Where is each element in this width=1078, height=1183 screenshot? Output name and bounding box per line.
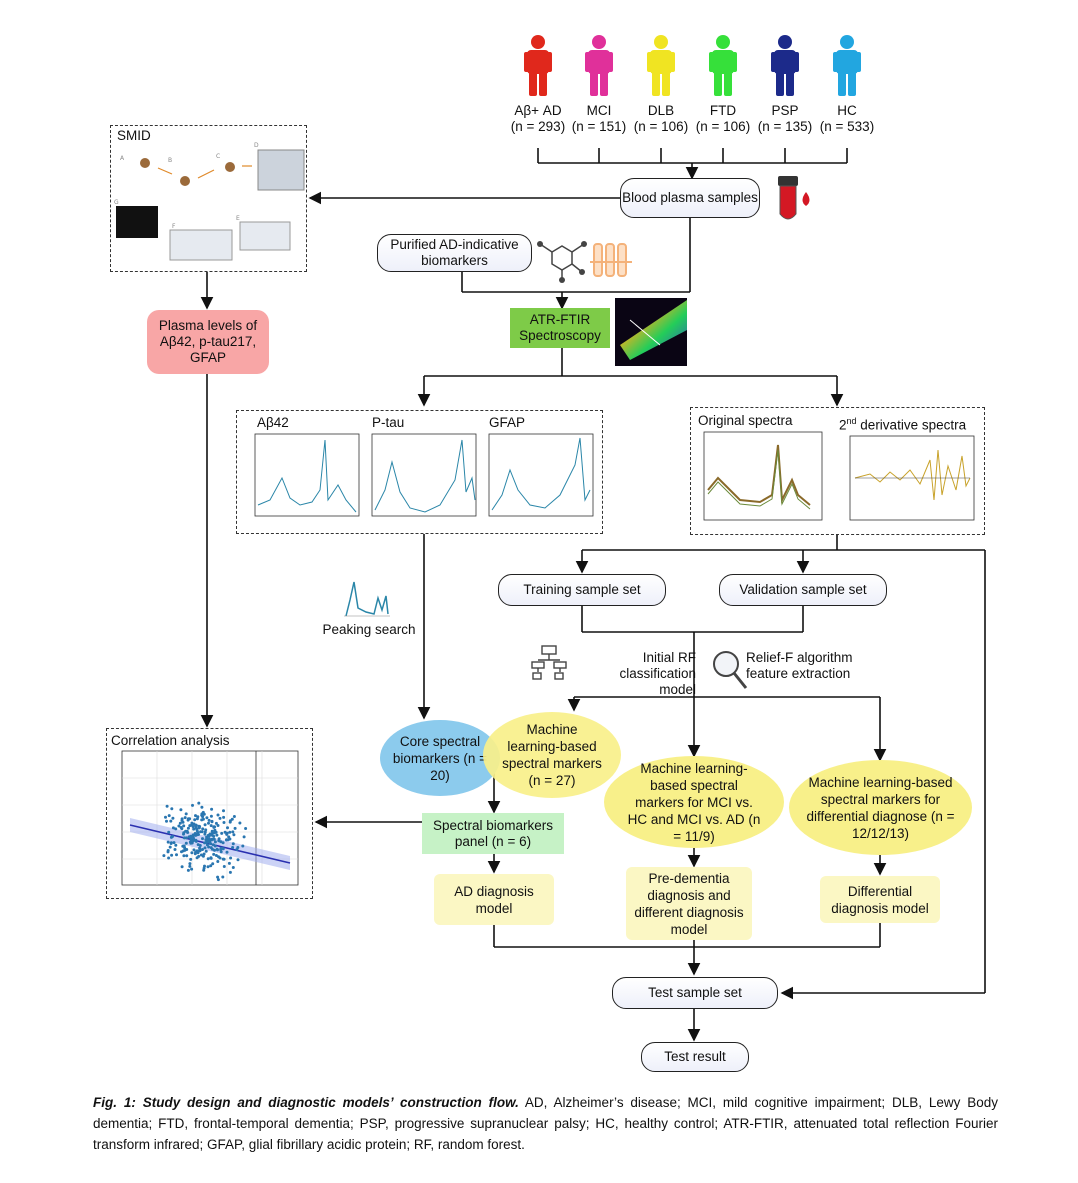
group-count: (n = 533) [819,119,875,134]
person-icon [771,35,799,96]
ml-spectral-label: Machine learning-based spectral markers … [502,722,602,788]
purified-biomarkers-label: Purified AD-indicative biomarkers [390,237,519,268]
core-spectral-ellipse: Core spectral biomarkers (n = 20) [380,720,500,796]
group-name: MCI [586,103,612,118]
ml-mci-ellipse: Machine learning-based spectral markers … [604,756,784,848]
test-set-label: Test sample set [648,985,742,1000]
relief-f-label: Relief-F algorithm feature extraction [746,650,853,681]
purified-biomarkers-node: Purified AD-indicative biomarkers [377,234,532,272]
correlation-box: Correlation analysis [106,728,313,899]
gfap-spectrum-title: GFAP [489,415,526,430]
group-label: HC(n = 533) [813,103,881,135]
group-label: MCI(n = 151) [565,103,633,135]
group-name: PSP [771,103,799,118]
group-name: Aβ+ AD [514,103,562,118]
ftir-spectra-box [690,407,985,535]
plasma-levels-node: Plasma levels of Aβ42, p-tau217, GFAP [147,310,269,374]
atr-ftir-node: ATR-FTIR Spectroscopy [510,308,610,348]
group-label: DLB(n = 106) [627,103,695,135]
ml-spectral-ellipse: Machine learning-based spectral markers … [483,712,621,798]
blood-plasma-node: Blood plasma samples [620,178,760,218]
ml-differential-ellipse: Machine learning-based spectral markers … [789,760,972,855]
validation-set-label: Validation sample set [739,582,867,597]
group-count: (n = 106) [633,119,689,134]
group-name: FTD [709,103,737,118]
atr-ftir-label: ATR-FTIR Spectroscopy [519,312,601,343]
person-icon [585,35,613,96]
plasma-levels-label: Plasma levels of Aβ42, p-tau217, GFAP [158,318,258,365]
predementia-model-node: Pre-dementia diagnosis and different dia… [626,867,752,940]
group-label: Aβ+ AD(n = 293) [504,103,572,135]
person-icon [647,35,675,96]
validation-set-node: Validation sample set [719,574,887,606]
original-spectra-title: Original spectra [698,413,793,428]
group-name: HC [837,103,857,118]
derivative-order-suffix: nd [846,416,857,426]
test-result-node: Test result [641,1042,749,1072]
initial-rf-label: Initial RF classification model [619,650,696,697]
ad-model-label: AD diagnosis model [454,883,534,916]
group-label: PSP(n = 135) [751,103,819,135]
person-icon [524,35,552,96]
differential-model-label: Differential diagnosis model [831,883,929,916]
spectral-panel-node: Spectral biomarkers panel (n = 6) [422,813,564,854]
blood-plasma-label: Blood plasma samples [622,190,758,205]
figure-caption: Fig. 1: Study design and diagnostic mode… [93,1092,998,1155]
peaking-search-label: Peaking search [322,622,416,637]
group-count: (n = 106) [695,119,751,134]
smid-box: SMID [110,125,307,272]
core-spectral-label: Core spectral biomarkers (n = 20) [392,733,488,783]
training-set-label: Training sample set [523,582,641,597]
predementia-model-label: Pre-dementia diagnosis and different dia… [634,870,744,937]
ml-differential-label: Machine learning-based spectral markers … [806,774,955,841]
group-name: DLB [647,103,675,118]
smid-title: SMID [117,128,151,143]
correlation-title: Correlation analysis [111,733,230,748]
spectral-panel-label: Spectral biomarkers panel (n = 6) [432,817,554,849]
group-count: (n = 151) [571,119,627,134]
person-icon [833,35,861,96]
ptau-spectrum-title: P-tau [372,415,405,430]
abeta42-spectrum-title: Aβ42 [257,415,289,430]
ad-model-node: AD diagnosis model [434,874,554,925]
caption-label: Fig. 1: Study design and diagnostic mode… [93,1095,519,1110]
differential-model-node: Differential diagnosis model [820,876,940,923]
group-count: (n = 135) [757,119,813,134]
training-set-node: Training sample set [498,574,666,606]
group-label: FTD(n = 106) [689,103,757,135]
group-count: (n = 293) [510,119,566,134]
biomarker-spectra-box [236,410,603,534]
test-set-node: Test sample set [612,977,778,1009]
ml-mci-label: Machine learning-based spectral markers … [627,760,761,844]
derivative-order-number: 2 [839,417,847,433]
test-result-label: Test result [664,1049,726,1064]
caption-text: AD, Alzheimer’s disease; MCI, mild cogni… [93,1095,998,1152]
derivative-spectra-label: derivative spectra [860,417,967,433]
derivative-spectra-title: 2nd derivative spectra [839,416,966,433]
person-icon [709,35,737,96]
